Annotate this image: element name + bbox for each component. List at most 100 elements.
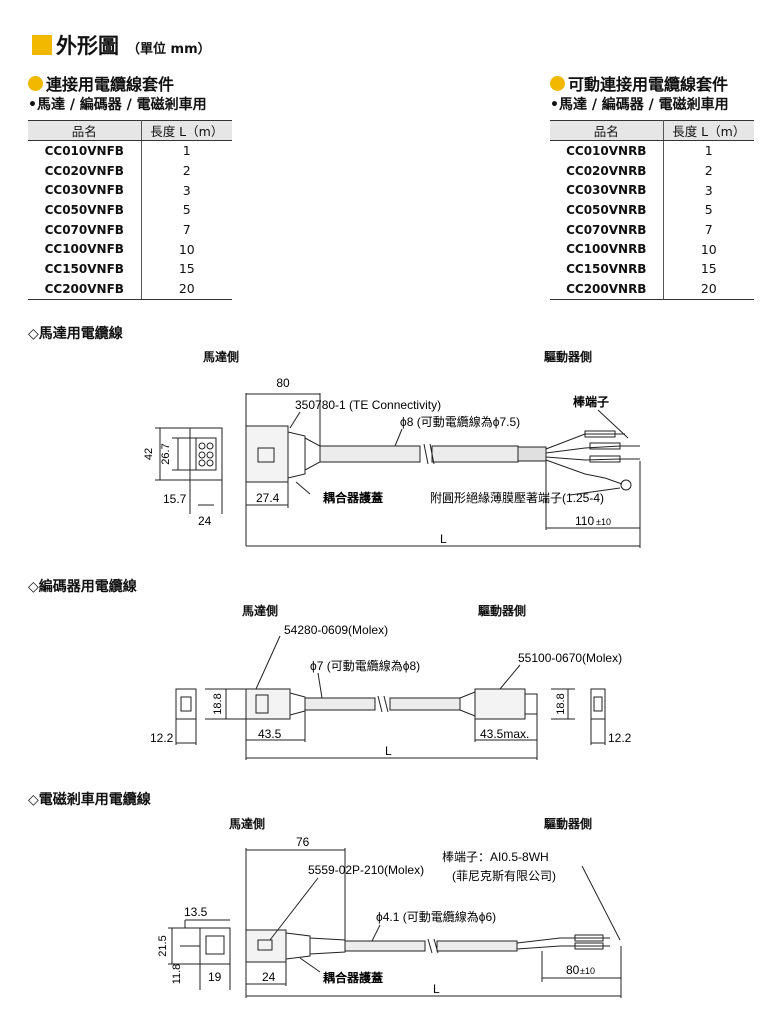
motor-dim-26-7: 26.7 xyxy=(160,443,172,464)
brake-motor-side-label: 馬達側 xyxy=(229,817,266,831)
brake-dim-76: 76 xyxy=(296,835,310,849)
motor-dim-27-4: 27.4 xyxy=(256,491,280,505)
left-kit-title-text: 連接用電纜線套件 xyxy=(46,75,175,94)
length-value: 3 xyxy=(182,182,191,198)
motor-side-label: 馬達側 xyxy=(203,350,240,364)
product-code: CC100VNRB xyxy=(550,239,664,260)
encoder-dim-18-8-left: 18.8 xyxy=(212,693,224,714)
encoder-driver-side-label: 驅動器側 xyxy=(478,604,527,618)
length-value: 20 xyxy=(141,278,232,300)
brake-dim-L: L xyxy=(433,982,440,996)
brake-connector-model: 5559-02P-210(Molex) xyxy=(308,863,424,877)
encoder-dim-43-5-max: 43.5max. xyxy=(480,727,529,741)
length-value: 10 xyxy=(700,241,717,257)
col-header-length: 長度 L（m） xyxy=(663,120,754,141)
encoder-front-right xyxy=(590,688,606,720)
length-value: 3 xyxy=(704,182,713,198)
brake-section-title: ◇電磁剎車用電纜線 xyxy=(28,792,151,808)
product-code: CC010VNFB xyxy=(28,140,142,161)
motor-dim-80: 80 xyxy=(276,376,290,390)
brake-dim-21-5: 21.5 xyxy=(157,935,169,956)
product-code: CC050VNRB xyxy=(550,200,664,220)
motor-ring-terminal-label: 附圓形絕緣薄膜壓著端子(1.25-4) xyxy=(430,490,604,505)
length-value: 2 xyxy=(704,163,713,179)
encoder-section-title: ◇編碼器用電纜線 xyxy=(28,579,137,595)
encoder-dim-18-8-right: 18.8 xyxy=(555,693,567,714)
brake-cable-spec: ϕ4.1 (可動電纜線為ϕ6) xyxy=(376,909,496,924)
product-code: CC020VNRB xyxy=(550,160,664,181)
table-row: CC020VNRB 2 xyxy=(550,160,754,181)
encoder-dim-12-2-right: 12.2 xyxy=(608,731,632,745)
col-header-length: 長度 L（m） xyxy=(141,120,232,141)
length-value: 10 xyxy=(178,241,195,257)
left-kit-title: 連接用電纜線套件 xyxy=(28,71,174,95)
length-value: 1 xyxy=(704,143,713,159)
motor-connector-body xyxy=(245,425,289,483)
brake-front-view xyxy=(199,927,231,965)
motor-connector-front-view xyxy=(189,427,223,481)
brake-terminal-label: 棒端子：AI0.5-8WH xyxy=(442,850,549,864)
page-title: 外形圖 （單位 mm） xyxy=(32,30,211,60)
encoder-left-connector-model: 54280-0609(Molex) xyxy=(284,623,388,637)
product-code: CC070VNRB xyxy=(550,219,664,240)
length-value: 2 xyxy=(182,163,191,179)
encoder-dim-L: L xyxy=(385,744,392,758)
product-code: CC150VNFB xyxy=(28,259,142,279)
length-value: 5 xyxy=(704,202,713,218)
motor-dim-110-tol: ±10 xyxy=(596,517,611,527)
right-kit-title: 可動連接用電纜線套件 xyxy=(550,71,728,95)
brake-dim-80: 80 xyxy=(566,963,580,977)
product-code: CC200VNRB xyxy=(550,278,664,300)
brake-dim-11-8: 11.8 xyxy=(171,964,183,985)
table-row: CC100VNFB 10 xyxy=(28,239,232,260)
product-code: CC010VNRB xyxy=(550,140,664,161)
unit-note: （單位 mm） xyxy=(127,41,211,57)
encoder-cable-drawing: 54280-0609(Molex) 55100-0670(Molex) ϕ7 (… xyxy=(150,623,632,760)
motor-section-title: ◇馬達用電纜線 xyxy=(28,326,123,342)
table-row: CC010VNRB 1 xyxy=(550,140,754,161)
motor-dim-15-7: 15.7 xyxy=(163,492,187,506)
motor-dim-24: 24 xyxy=(198,514,212,528)
encoder-right-connector-model: 55100-0670(Molex) xyxy=(518,651,622,665)
brake-dim-80-tol: ±10 xyxy=(580,966,595,976)
brake-cover-label: 耦合器護蓋 xyxy=(323,970,383,985)
driver-side-label: 驅動器側 xyxy=(544,350,593,364)
length-value: 5 xyxy=(182,202,191,218)
col-header-name: 品名 xyxy=(550,120,664,141)
brake-dim-24: 24 xyxy=(262,970,276,984)
table-row: CC070VNFB 7 xyxy=(28,219,232,240)
product-code: CC030VNRB xyxy=(550,180,664,201)
table-row: CC010VNFB 1 xyxy=(28,140,232,161)
length-value: 7 xyxy=(182,222,191,238)
brake-terminal-maker: (菲尼克斯有限公司) xyxy=(452,869,556,883)
brake-cable-drawing: 76 棒端子：AI0.5-8WH (菲尼克斯有限公司) 5559-02P-210… xyxy=(157,835,622,998)
product-code: CC070VNFB xyxy=(28,219,142,240)
length-value: 1 xyxy=(182,143,191,159)
product-code: CC050VNFB xyxy=(28,200,142,220)
length-value: 15 xyxy=(700,261,717,277)
encoder-cable-spec: ϕ7 (可動電纜線為ϕ8) xyxy=(310,658,420,673)
product-code: CC200VNFB xyxy=(28,278,142,300)
title-square-icon xyxy=(32,35,52,55)
brake-driver-side-label: 驅動器側 xyxy=(544,817,593,831)
motor-cable-drawing: 80 350780-1 (TE Connectivity) ϕ8 (可動電纜線為… xyxy=(143,376,641,548)
motor-cover-label: 耦合器護蓋 xyxy=(323,490,383,505)
right-kit-title-text: 可動連接用電纜線套件 xyxy=(568,75,729,94)
bullet-dot-icon xyxy=(550,75,565,91)
table-row: CC100VNRB 10 xyxy=(550,239,754,260)
encoder-dim-12-2-left: 12.2 xyxy=(150,731,174,745)
bullet-dot-icon xyxy=(28,75,43,91)
motor-dim-110: 110 xyxy=(575,514,594,528)
table-row: CC050VNFB 5 xyxy=(28,200,232,220)
motor-dim-42: 42 xyxy=(143,448,155,460)
table-row: CC030VNRB 3 xyxy=(550,180,754,201)
right-kit-subtitle: •馬達 / 編碼器 / 電磁剎車用 xyxy=(550,97,729,113)
motor-connector-model: 350780-1 (TE Connectivity) xyxy=(295,398,441,412)
product-code: CC100VNFB xyxy=(28,239,142,260)
table-row: CC050VNRB 5 xyxy=(550,200,754,220)
